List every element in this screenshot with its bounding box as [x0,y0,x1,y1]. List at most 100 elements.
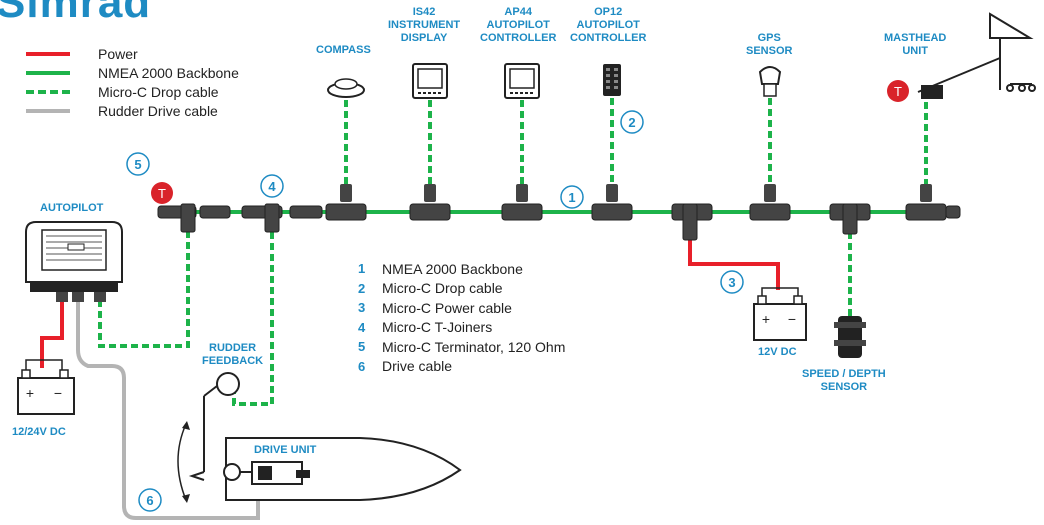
t-joiner-power-stem [682,203,698,241]
label-line: AUTOPILOT [486,19,550,31]
drop-plug [764,184,776,202]
label-masthead: MASTHEAD UNIT [884,32,946,58]
label-gps: GPS SENSOR [746,32,792,58]
gps-sensor-device [758,66,782,97]
key-text: NMEA 2000 Backbone [382,260,523,277]
t-joiner-is42 [409,203,451,221]
callout-3-circle [720,270,744,294]
label-line: MASTHEAD [884,32,947,44]
masthead-unit-device [917,12,1036,99]
tiller-arrow-head-top [182,421,190,430]
terminator-right: T [887,80,909,102]
key-number: 2 [358,280,366,296]
terminator-left: T [151,182,173,204]
label-line: IS42 [412,6,436,18]
t-joiner-rudder [264,203,280,233]
label-line: SPEED / DEPTH [802,368,886,380]
label-battery-main: 12/24V DC [12,426,66,439]
callout-5-circle [126,152,150,176]
label-line: UNIT [902,45,928,57]
drop-plug [340,184,352,202]
t-joiner-ap44 [501,203,543,221]
is42-display-device [412,63,448,99]
backbone-connector [289,205,323,219]
callout-6-circle [138,488,162,512]
key-text: Drive cable [382,358,453,375]
key-item: 6 Drive cable [358,357,565,377]
key-number: 5 [358,339,366,355]
key-text: Micro-C Terminator, 120 Ohm [382,338,566,355]
rudder-feedback-device [203,372,240,472]
battery-12v-plus: + [762,311,770,327]
legend-label: Power [98,45,138,62]
label-line: SENSOR [746,45,793,57]
speed-depth-sensor-device [834,316,866,358]
label-op12: OP12 AUTOPILOT CONTROLLER [570,6,646,45]
key-list: 1 NMEA 2000 Backbone 2 Micro-C Drop cabl… [358,259,565,376]
key-number: 1 [358,261,366,277]
drop-cable-rudder [232,232,274,406]
autopilot-device [25,221,123,302]
compass-device [327,78,365,98]
label-line: SENSOR [820,381,868,393]
battery-main: + − [17,359,75,415]
label-is42: IS42 INSTRUMENT DISPLAY [388,6,460,45]
label-line: INSTRUMENT [388,19,461,31]
battery-main-minus: − [54,385,62,401]
label-line: OP12 [594,6,623,18]
power-cable-autopilot [40,300,64,368]
callout-2-circle [620,110,644,134]
drop-plug [516,184,528,202]
legend-item-drive: Rudder Drive cable [26,101,239,120]
key-item: 5 Micro-C Terminator, 120 Ohm [358,337,565,357]
label-line: AUTOPILOT [40,202,104,214]
drop-cable-autopilot [98,232,190,348]
terminator-left-symbol: T [158,186,166,201]
callout-1: 1 [568,190,575,205]
legend-swatch-backbone [26,70,70,75]
legend-item-backbone: NMEA 2000 Backbone [26,63,239,82]
key-number: 6 [358,358,366,374]
legend: Power NMEA 2000 Backbone Micro-C Drop ca… [26,44,239,120]
t-joiner-compass [325,203,367,221]
label-line: CONTROLLER [570,32,647,44]
t-joiner-autopilot [180,203,196,233]
callout-6: 6 [146,493,153,508]
callout-5: 5 [134,157,141,172]
label-compass: COMPASS [316,44,371,57]
legend-swatch-drive [26,108,70,113]
power-cable-backbone [688,240,780,290]
backbone-connector [199,205,231,219]
tiller-swing-arrow [177,423,187,501]
label-line: AP44 [504,6,532,18]
label-drive-unit: DRIVE UNIT [254,444,316,457]
callout-1-circle [560,185,584,209]
key-text: Micro-C Drop cable [382,280,503,297]
label-speed-depth: SPEED / DEPTH SENSOR [802,368,886,394]
label-line: GPS [757,32,781,44]
drop-plug [424,184,436,202]
label-line: AUTOPILOT [576,19,640,31]
key-number: 3 [358,300,366,316]
label-line: DRIVE UNIT [254,444,317,456]
label-line: COMPASS [316,44,371,56]
key-number: 4 [358,319,366,335]
backbone-end-connector [945,205,961,219]
label-ap44: AP44 AUTOPILOT CONTROLLER [480,6,556,45]
callout-3: 3 [728,275,735,290]
drop-plug [606,184,618,202]
key-text: Micro-C T-Joiners [382,319,493,336]
battery-main-plus: + [26,385,34,401]
legend-item-power: Power [26,44,239,63]
label-line: DISPLAY [400,32,448,44]
t-joiner-speed-depth-stem [842,203,858,235]
t-joiner-gps [749,203,791,221]
label-autopilot: AUTOPILOT [40,202,103,215]
key-item: 1 NMEA 2000 Backbone [358,259,565,279]
drop-plug [920,184,932,202]
ap44-controller-device [504,63,540,99]
op12-controller-device [603,64,621,96]
key-text: Micro-C Power cable [382,299,512,316]
